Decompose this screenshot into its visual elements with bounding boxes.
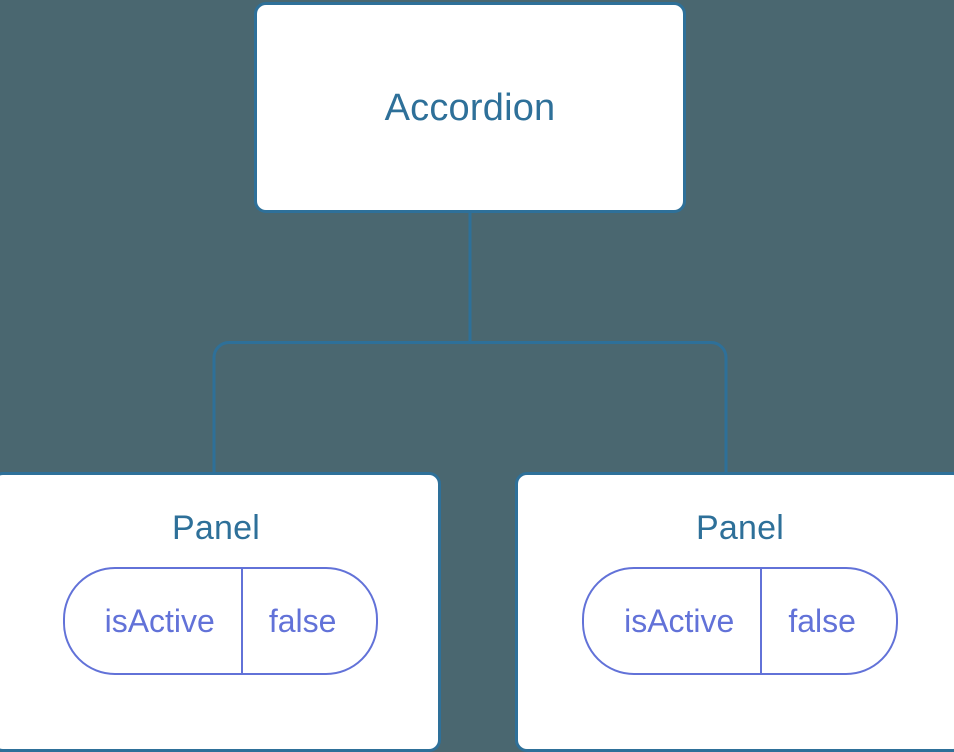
state-key-isactive: isActive xyxy=(65,569,243,673)
node-accordion-label: Accordion xyxy=(384,86,556,129)
node-panel-2-label: Panel xyxy=(696,509,784,547)
node-panel-1[interactable]: Panel isActive false xyxy=(0,472,441,752)
state-key-isactive: isActive xyxy=(584,569,763,673)
connector-to-panel-right xyxy=(470,341,728,474)
node-panel-1-label: Panel xyxy=(172,509,260,547)
state-value-isactive: false xyxy=(788,603,856,639)
node-panel-2[interactable]: Panel isActive false xyxy=(515,472,954,752)
connector-to-panel-left xyxy=(212,341,470,474)
state-pill-panel-1: isActive false xyxy=(62,567,379,675)
state-pill-panel-2: isActive false xyxy=(582,567,898,675)
node-accordion[interactable]: Accordion xyxy=(254,2,686,213)
state-value-isactive: false xyxy=(268,603,337,639)
